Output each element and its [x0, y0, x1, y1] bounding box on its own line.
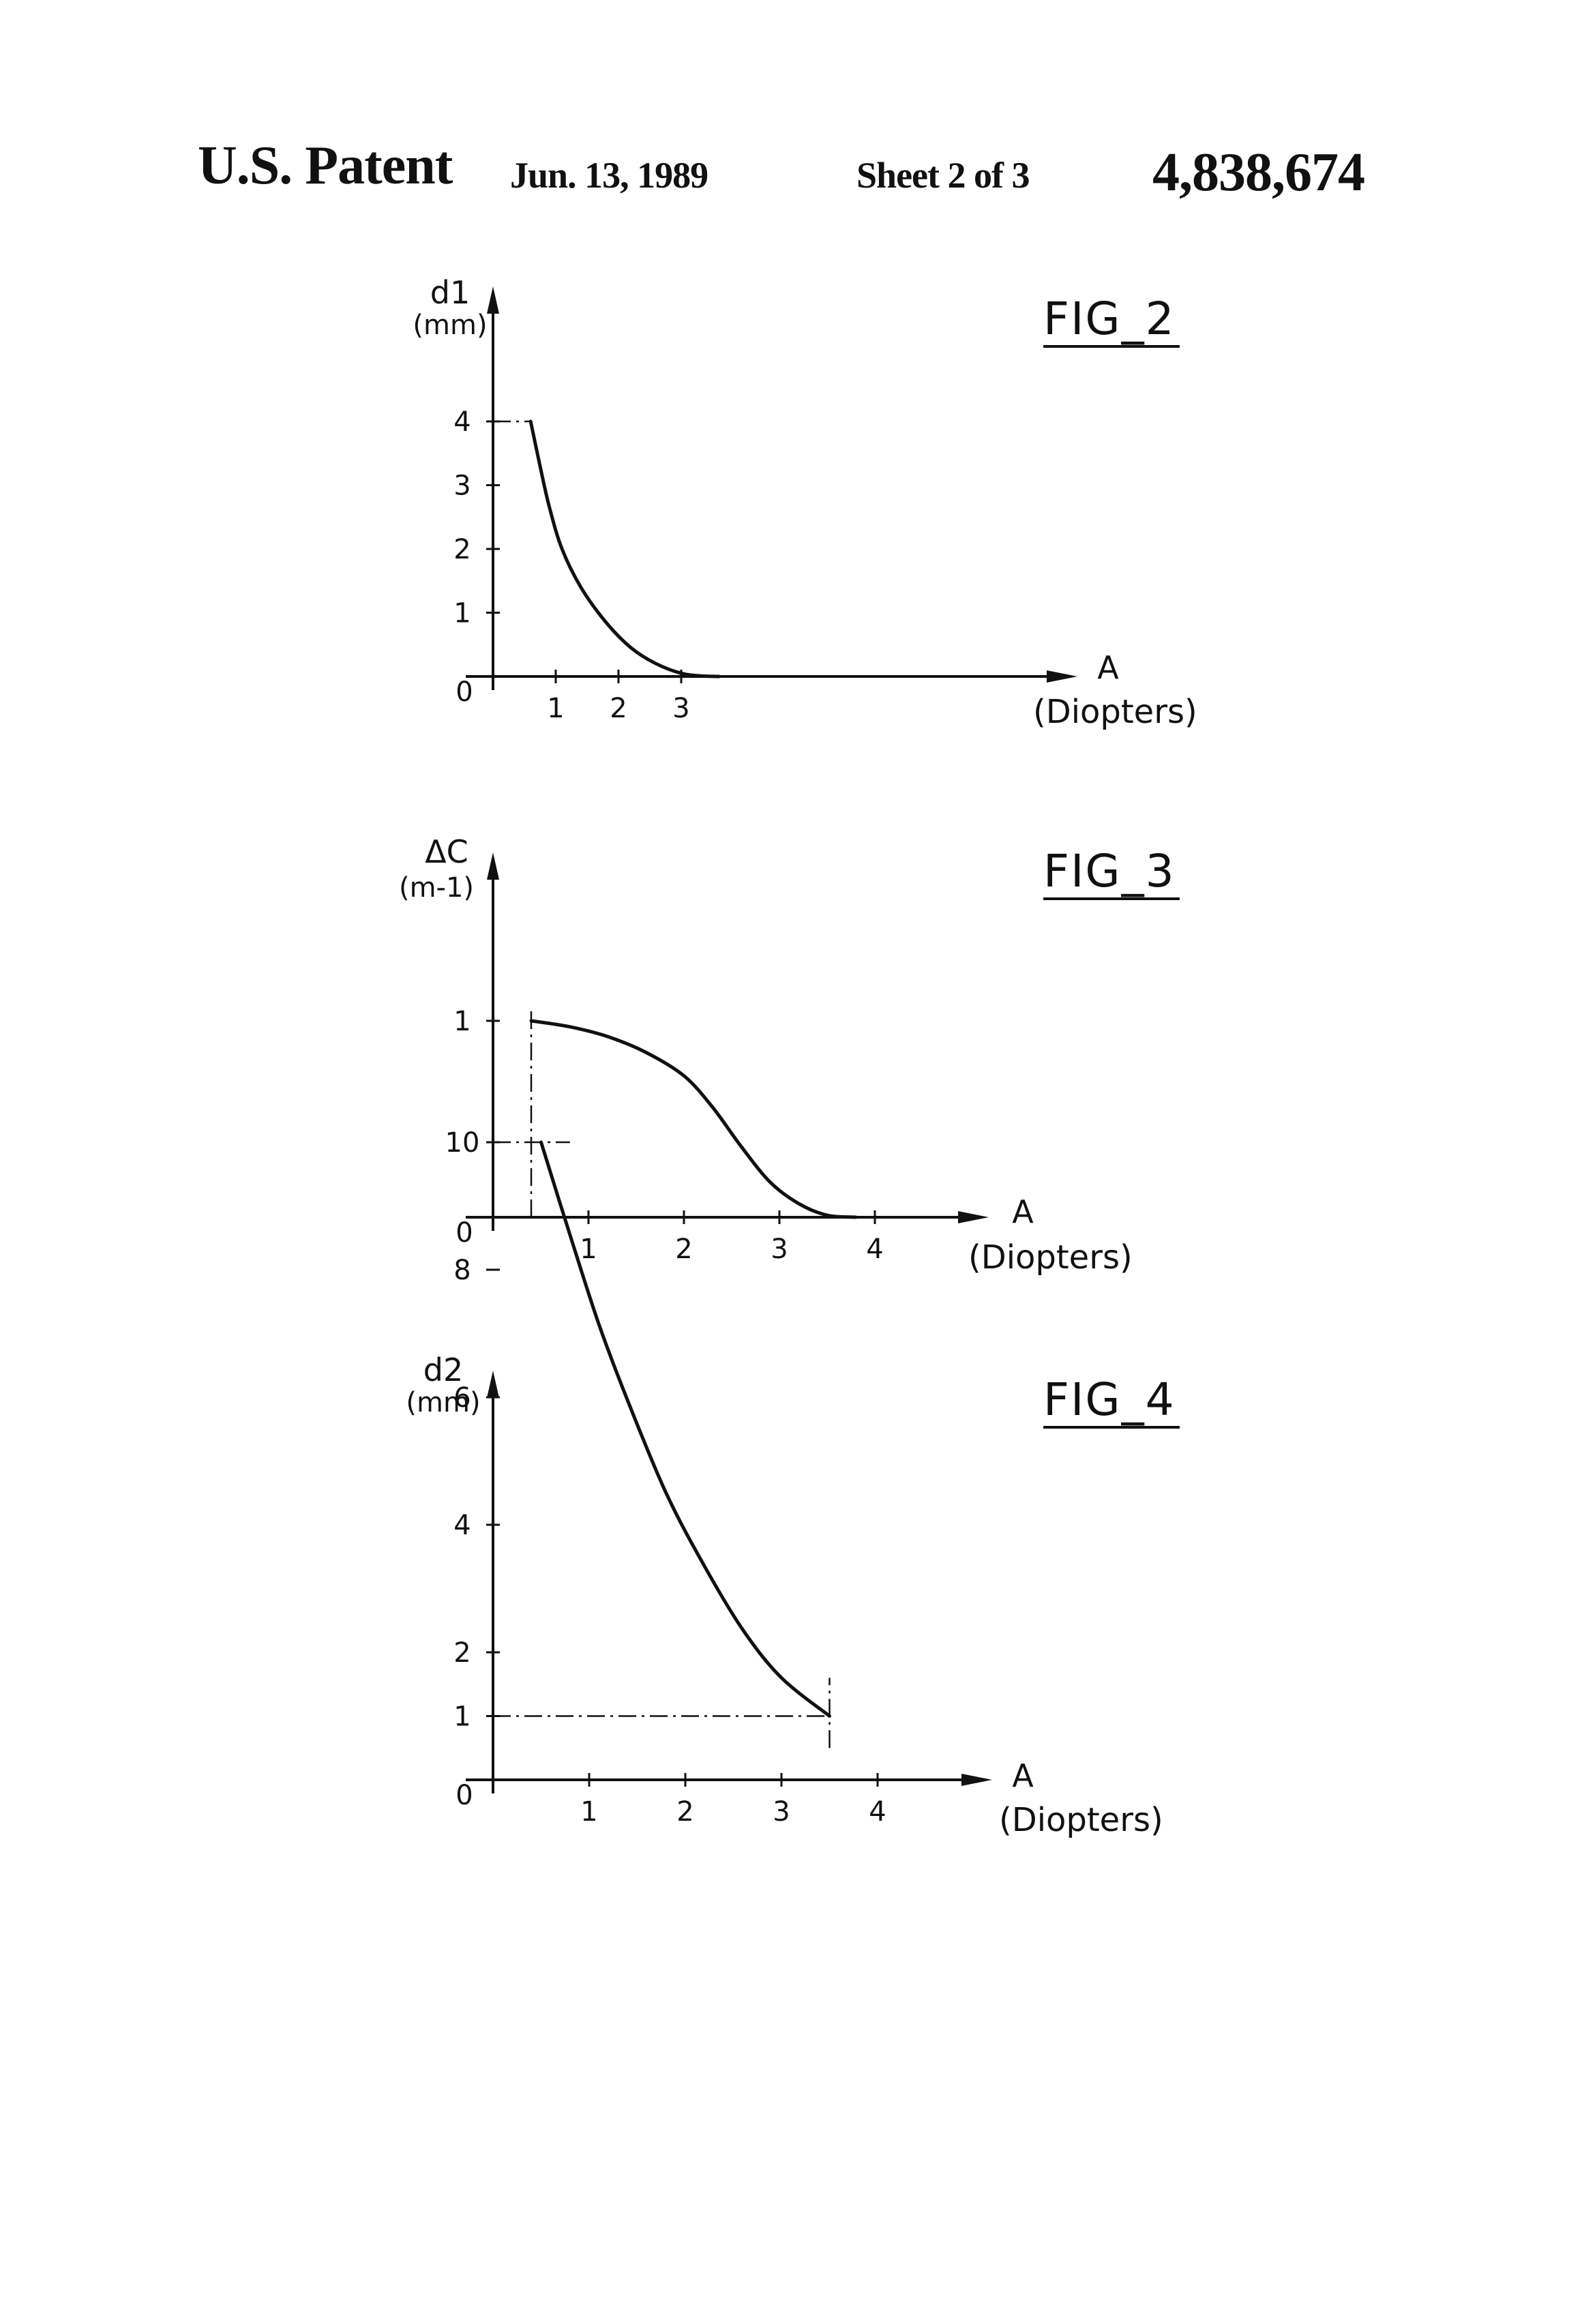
fig4-x-unit: (Diopters) [999, 1801, 1163, 1839]
fig4-x-tick-label: 3 [773, 1796, 790, 1828]
fig4-data-point [569, 1234, 570, 1235]
fig4-y-axis-arrow [487, 1371, 499, 1398]
fig4-y-unit: (mm) [406, 1387, 480, 1418]
fig4-x-axis-arrow [961, 1774, 992, 1786]
fig4-y-tick-label: 10 [445, 1127, 480, 1159]
fig4-x-label: A [1012, 1757, 1034, 1794]
fig4-y-tick-label: 4 [453, 1510, 471, 1541]
fig4-x-tick-label: 4 [869, 1796, 886, 1828]
fig4-y-label: d2 [423, 1352, 463, 1388]
fig4-y-tick-label: 2 [453, 1637, 471, 1669]
fig4-data-curve [541, 1142, 830, 1716]
fig4-title: FIG_4 [1043, 1373, 1176, 1426]
fig4-data-point [627, 1400, 628, 1401]
fig4-origin-label: 0 [456, 1780, 473, 1811]
fig4-x-tick-label: 2 [676, 1796, 693, 1828]
fig4-y-tick-label: 8 [453, 1255, 471, 1286]
fig4-y-tick-label: 1 [453, 1701, 471, 1733]
fig4-x-tick-label: 1 [580, 1796, 597, 1828]
